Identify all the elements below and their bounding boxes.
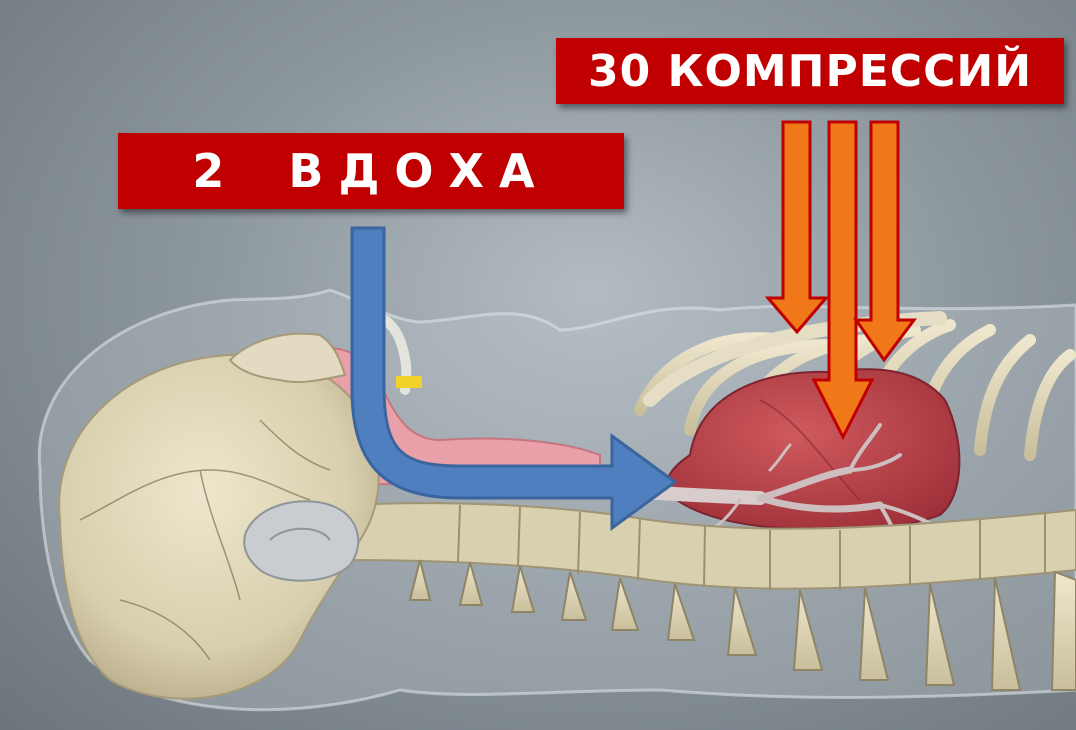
compressions-label: 30 КОМПРЕССИЙ: [556, 38, 1064, 104]
breaths-label: 2 ВДОХА: [118, 133, 624, 209]
ear: [244, 501, 358, 580]
